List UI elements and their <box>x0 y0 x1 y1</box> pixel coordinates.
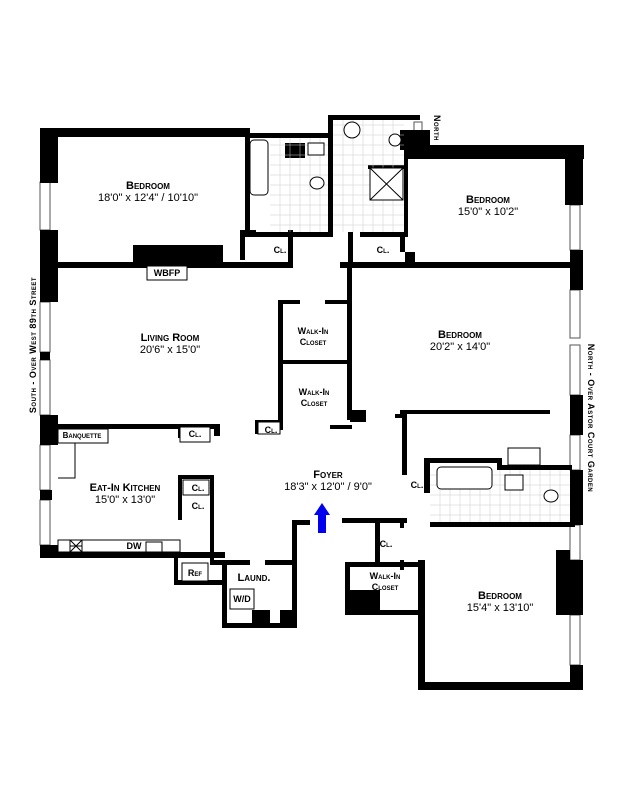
label: Walk-In <box>297 326 329 336</box>
sink-icon <box>507 447 541 466</box>
bathtub-icon <box>249 139 269 196</box>
room-name: Eat-In Kitchen <box>89 482 161 494</box>
dw-label: DW <box>126 541 142 551</box>
room-dims: 18'3" x 12'0" / 9'0" <box>284 481 372 493</box>
wd-label: W/D <box>233 594 251 604</box>
room-bedroom-4: Bedroom 15'4" x 13'10" <box>467 590 533 614</box>
room-bedroom-2: Bedroom 15'0" x 10'2" <box>458 194 518 218</box>
sink-icon <box>504 474 524 491</box>
closet-label: Cl. <box>188 429 202 439</box>
room-dims: 15'0" x 13'0" <box>94 494 156 506</box>
label: Walk-In <box>298 387 330 397</box>
room-bedroom-3: Bedroom 20'2" x 14'0" <box>430 329 490 353</box>
closet-label: Cl. <box>273 245 287 255</box>
closet-label: Cl. <box>264 425 278 435</box>
room-name: Bedroom <box>466 194 510 206</box>
closet-label: Cl. <box>191 501 205 511</box>
room-living: Living Room 20'6" x 15'0" <box>140 332 200 356</box>
bathtub-icon <box>436 466 493 490</box>
garden-label: North - Over Astor Court Garden <box>586 343 596 493</box>
room-name: Foyer <box>313 469 343 481</box>
sink-icon <box>343 121 361 139</box>
room-name: Bedroom <box>478 590 522 602</box>
room-dims: 20'2" x 14'0" <box>429 341 491 353</box>
room-dims: 20'6" x 15'0" <box>139 344 201 356</box>
room-dims: 15'0" x 10'2" <box>457 206 519 218</box>
sink-icon <box>145 541 163 553</box>
room-bedroom-1: Bedroom 18'0" x 12'4" / 10'10" <box>98 180 198 204</box>
toilet-icon <box>388 133 402 147</box>
room-dims: 18'0" x 12'4" / 10'10" <box>98 192 198 204</box>
toilet-icon <box>543 489 559 503</box>
label: Closet <box>371 582 399 592</box>
label: Closet <box>300 398 328 408</box>
closet-label: Cl. <box>410 480 424 490</box>
stove-icon <box>69 539 83 553</box>
label: Walk-In <box>369 571 401 581</box>
room-dims: 15'4" x 13'10" <box>466 602 534 614</box>
south-street-label: South - Over West 89th Street <box>28 276 38 414</box>
north-label: North <box>432 115 442 141</box>
toilet-icon <box>309 176 325 190</box>
bathroom-tiles <box>270 120 570 522</box>
fireplace <box>146 265 188 281</box>
walls <box>40 115 584 690</box>
washer-dryer <box>229 588 255 610</box>
wbfp-label: WBFP <box>153 268 181 278</box>
fixtures <box>57 121 559 610</box>
closet-label: Cl. <box>376 245 390 255</box>
closet-label: Cl. <box>379 539 393 549</box>
closet-label: Cl. <box>191 483 205 493</box>
room-foyer: Foyer 18'3" x 12'0" / 9'0" <box>284 469 372 493</box>
sink-icon <box>307 142 325 156</box>
room-name: Bedroom <box>438 329 482 341</box>
room-name: Living Room <box>140 332 200 344</box>
room-laundry: Laund. <box>237 572 271 584</box>
banquette-label: Banquette <box>62 431 102 440</box>
ref-label: Ref <box>187 568 203 578</box>
room-kitchen: Eat-In Kitchen 15'0" x 13'0" <box>90 482 161 506</box>
entry-arrow-icon <box>314 503 330 533</box>
label: Closet <box>299 337 327 347</box>
refrigerator <box>181 562 209 582</box>
room-name: Bedroom <box>126 180 170 192</box>
banquette <box>57 428 109 444</box>
